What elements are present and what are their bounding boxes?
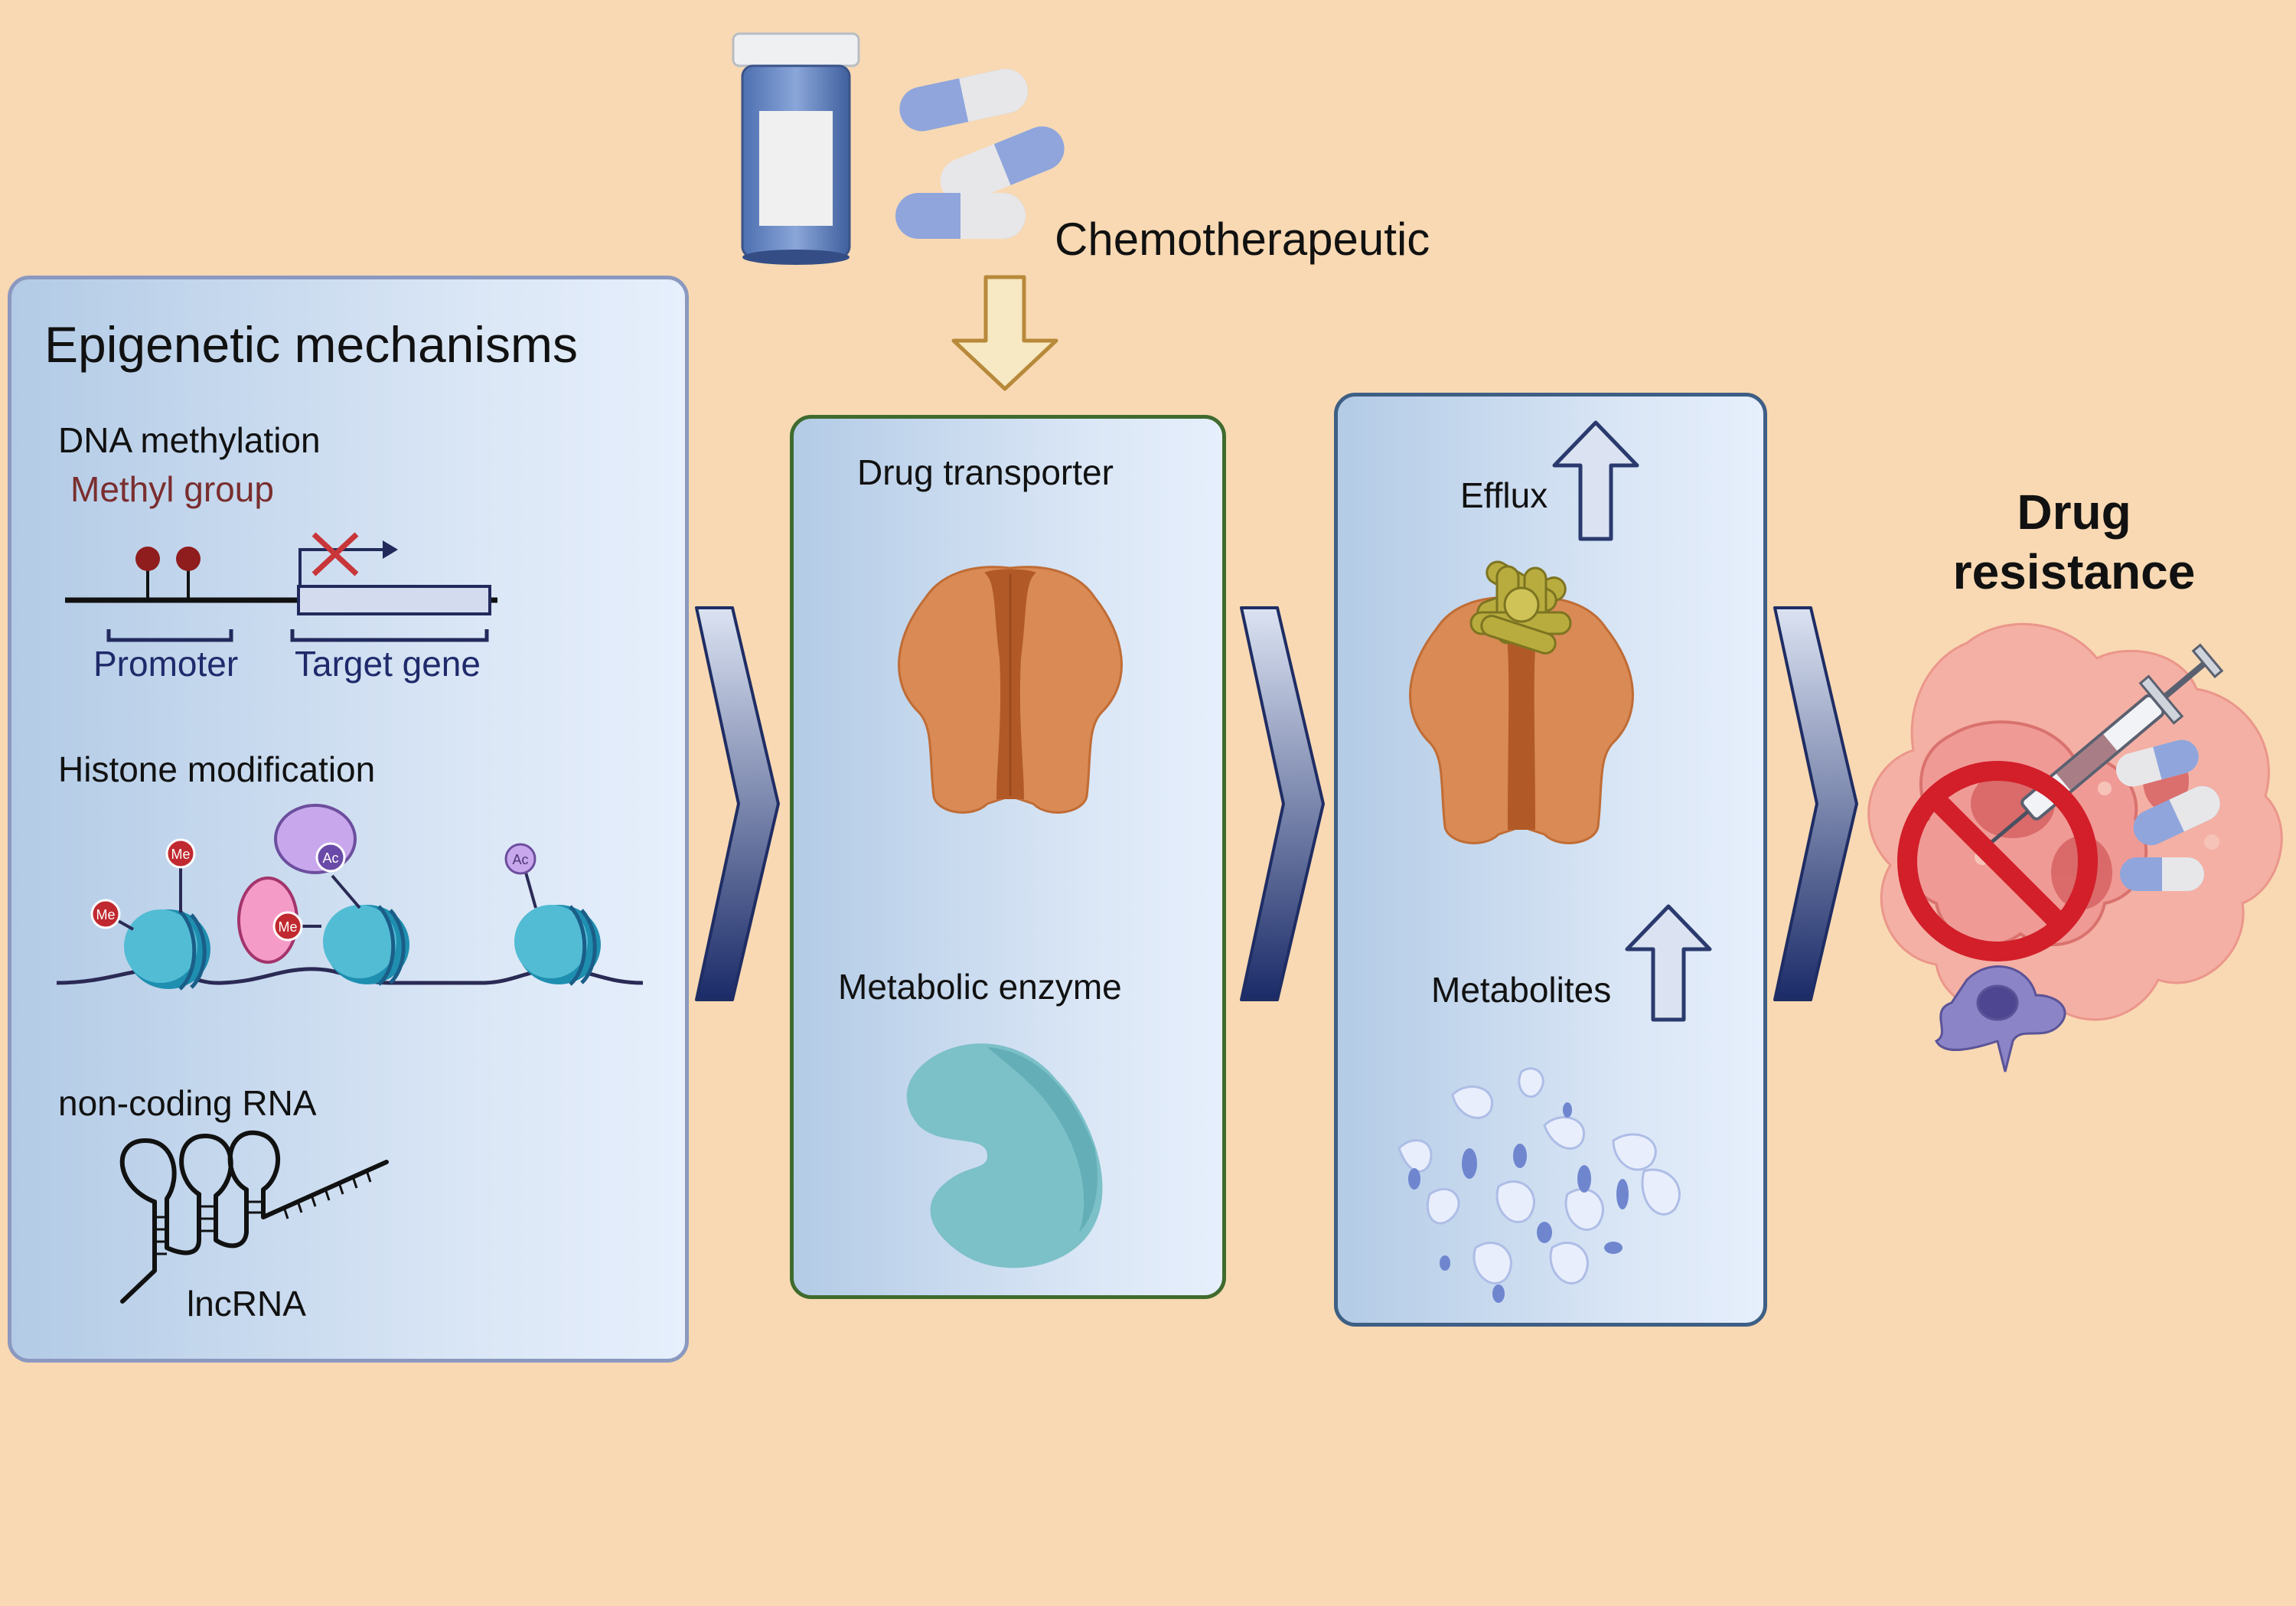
histone-modification-heading: Histone modification	[58, 749, 376, 789]
metabolic-enzyme-icon	[906, 1043, 1103, 1268]
nucleosome-icon	[514, 905, 601, 986]
efflux-panel	[1334, 393, 1767, 1327]
up-arrow-icon	[1625, 904, 1712, 1022]
nucleosome-icon	[323, 905, 409, 986]
tumor-cells-icon	[1867, 622, 2283, 1072]
histone-diagram: Me Me Me Ac Ac	[56, 804, 644, 991]
pill-bottle-icon	[732, 32, 860, 265]
metabolic-enzyme-label: Metabolic enzyme	[838, 967, 1122, 1007]
methyl-dot	[135, 547, 160, 571]
ncrna-heading: non-coding RNA	[58, 1083, 317, 1123]
nucleosome-icon	[124, 909, 210, 991]
immune-cell	[1934, 965, 2066, 1072]
metabolite-fragments-icon	[1397, 1067, 1681, 1303]
capsule-pills-icon	[895, 69, 1065, 239]
promoter-label: Promoter	[93, 644, 239, 684]
me-badge: Me	[171, 847, 190, 862]
drug-resistance-title: Drug resistance	[1929, 482, 2219, 602]
up-arrow-icon	[1552, 420, 1639, 541]
drug-resistance-line1: Drug	[2017, 485, 2131, 540]
ac-badge: Ac	[512, 852, 528, 867]
drug-transporter-label: Drug transporter	[857, 452, 1114, 492]
prohibit-icon	[1897, 761, 2098, 961]
dna-methylation-diagram	[65, 532, 497, 642]
capsule-pills-icon	[2115, 739, 2220, 891]
transporter-protein-icon	[898, 566, 1123, 814]
me-badge: Me	[278, 919, 297, 935]
chevron-right-icon	[1773, 606, 1858, 1001]
metabolites-label: Metabolites	[1431, 970, 1612, 1010]
epigenetic-title: Epigenetic mechanisms	[44, 316, 578, 373]
lncrna-label: lncRNA	[187, 1284, 306, 1324]
methyl-dot	[176, 547, 201, 571]
ac-badge: Ac	[322, 850, 338, 866]
target-gene-label: Target gene	[295, 644, 481, 684]
lncrna-hairpin-icon	[119, 1130, 389, 1304]
drug-molecule-cluster	[1469, 560, 1572, 654]
methyl-group-label: Methyl group	[70, 469, 274, 509]
down-arrow-icon	[951, 275, 1058, 391]
chevron-right-icon	[1240, 606, 1325, 1001]
dna-methylation-heading: DNA methylation	[58, 420, 321, 460]
chevron-right-icon	[695, 606, 780, 1001]
efflux-label: Efflux	[1460, 475, 1548, 515]
efflux-transporter-icon	[1409, 560, 1634, 844]
me-badge: Me	[96, 907, 115, 922]
drug-resistance-line2: resistance	[1952, 544, 2196, 599]
chemotherapeutic-label: Chemotherapeutic	[1055, 214, 1430, 265]
